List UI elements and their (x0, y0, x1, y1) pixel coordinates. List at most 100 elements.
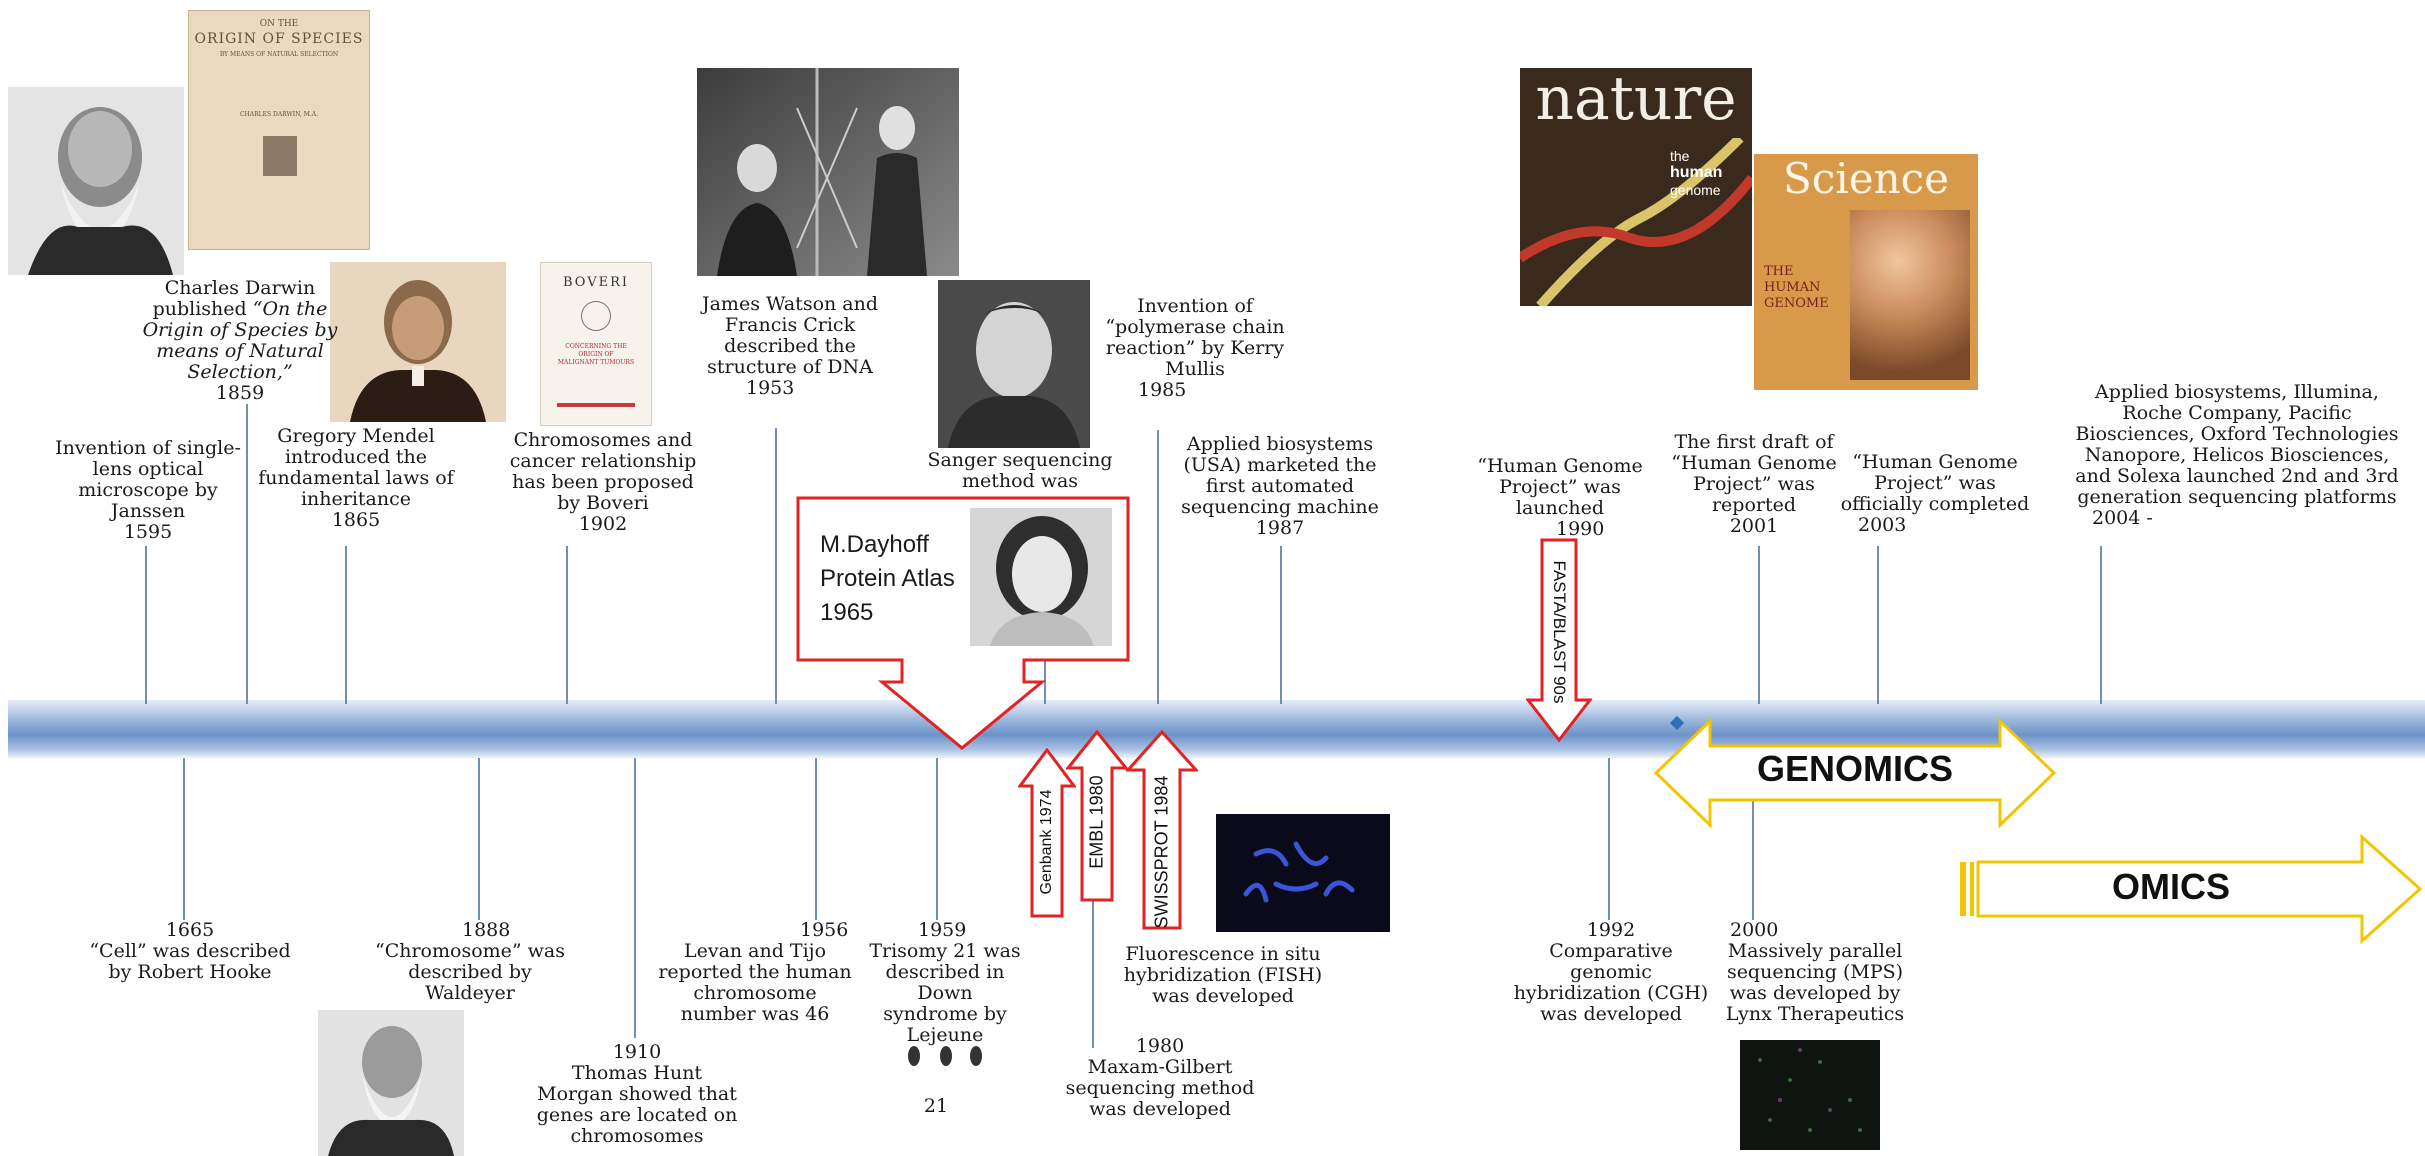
event-year: 1990 (1556, 518, 1605, 540)
event-line: sequencing method (1065, 1077, 1255, 1099)
event-line: Applied biosystems (1186, 433, 1374, 455)
event-line: Roche Company, Pacific (2122, 402, 2352, 424)
science-cover: Science THE HUMAN GENOME (1754, 154, 1978, 390)
event-watson-crick: James Watson and Francis Crick described… (690, 294, 890, 399)
event-line: reaction” by Kerry (1105, 337, 1285, 359)
event-year: 1859 (215, 382, 265, 404)
fish-image (1216, 814, 1390, 932)
event-waldeyer: 1888 “Chromosome” was described by Walde… (350, 920, 590, 1004)
event-hgp-2003: “Human Genome Project” was officially co… (1830, 452, 2040, 536)
event-line: Chromosomes and (513, 429, 693, 451)
event-line-italic: “On the (252, 298, 328, 320)
event-applied-1987: Applied biosystems (USA) marketed the fi… (1170, 434, 1390, 539)
boveri-line2: CONCERNING THE (565, 343, 627, 350)
event-morgan: 1910 Thomas Hunt Morgan showed that gene… (522, 1042, 752, 1147)
event-year: 1595 (123, 521, 173, 543)
boveri-line4: MALIGNANT TUMOURS (557, 359, 635, 366)
connector-watson-crick (775, 428, 777, 704)
event-hgp-2001: The first draft of “Human Genome Project… (1654, 432, 1854, 537)
event-line: Mullis (1165, 358, 1225, 380)
book-title: ORIGIN OF SPECIES (194, 31, 364, 47)
connector-mendel (345, 546, 347, 704)
event-line-italic: Origin of Species by (142, 319, 338, 341)
event-year: 1902 (578, 513, 628, 535)
connector-levan-tijo (815, 758, 817, 920)
swissprot-arrow (1126, 730, 1198, 930)
event-line: Charles Darwin (164, 277, 316, 299)
event-line: sequencing (MPS) (1726, 961, 1904, 983)
darwin-portrait (8, 87, 184, 275)
connector-maxam-gilbert (1092, 758, 1094, 1048)
event-line: (USA) marketed the (1183, 454, 1377, 476)
event-line: has been proposed (512, 471, 694, 493)
event-line: by Robert Hooke (108, 961, 272, 983)
event-pcr: Invention of “polymerase chain reaction”… (1090, 296, 1300, 401)
event-line: Gregory Mendel (277, 425, 435, 447)
event-levan-tijo: 1956 Levan and Tijo reported the human c… (650, 920, 860, 1025)
fasta-blast-label: FASTA/BLAST 90s (1550, 560, 1569, 704)
connector-boveri (566, 546, 568, 704)
genomics-label: GENOMICS (1756, 748, 1953, 789)
book-emblem (263, 136, 297, 176)
dna-helix-image (1520, 138, 1752, 306)
connector-morgan (634, 758, 636, 1038)
event-line-part: published (152, 298, 247, 320)
event-line: “polymerase chain (1105, 316, 1285, 338)
event-line: and Solexa launched 2nd and 3rd (2075, 465, 2399, 487)
event-line: “Human Genome (1477, 455, 1643, 477)
event-line: hybridization (FISH) (1123, 964, 1323, 986)
event-line: launched (1515, 497, 1605, 519)
book-title-small: ON THE (259, 19, 299, 29)
event-line: James Watson and (701, 293, 879, 315)
connector-sanger (1044, 620, 1046, 704)
event-line: Fluorescence in situ (1125, 943, 1321, 965)
event-line: Trisomy 21 was (869, 940, 1021, 962)
trisomy-chromosomes-image (908, 1046, 982, 1066)
boveri-red-bar (557, 403, 635, 407)
event-line: first automated (1205, 475, 1355, 497)
origin-of-species-cover: ON THE ORIGIN OF SPECIES BY MEANS OF NAT… (188, 10, 370, 250)
event-line-italic: means of Natural (156, 340, 324, 362)
event-line: syndrome by (883, 1003, 1007, 1025)
event-line: Applied biosystems, Illumina, (2095, 381, 2379, 403)
event-line: inheritance (300, 488, 412, 510)
science-faces-image (1850, 210, 1970, 380)
event-line: officially completed (1840, 493, 2030, 515)
sanger-portrait (938, 280, 1090, 448)
event-line: “Chromosome” was (374, 940, 565, 962)
nature-sub3: genome (1670, 182, 1721, 198)
event-cgh: 1992 Comparative genomic hybridization (… (1496, 920, 1726, 1025)
event-lejeune: 1959 Trisomy 21 was described in Down sy… (860, 920, 1030, 1046)
event-line: was developed (1152, 985, 1294, 1007)
boveri-line3: ORIGIN OF (578, 351, 614, 358)
event-boveri: Chromosomes and cancer relationship has … (490, 430, 716, 535)
event-year: 2000 (1730, 919, 1779, 941)
event-line: chromosome (693, 982, 817, 1004)
callout-line: Protein Atlas (820, 565, 955, 592)
event-year: 1959 (918, 919, 967, 941)
omics-label: OMICS (2111, 866, 2230, 907)
event-line: microscope by (78, 479, 218, 501)
event-mps: 2000 Massively parallel sequencing (MPS)… (1700, 920, 1930, 1025)
connector-ngs-2004 (2100, 546, 2102, 704)
event-line: was developed (1540, 1003, 1682, 1025)
event-line: genes are located on (536, 1104, 738, 1126)
event-line: reported the human (658, 961, 852, 983)
event-year: 1910 (612, 1041, 662, 1063)
science-line3: GENOME (1764, 296, 1829, 311)
event-line: introduced the (284, 446, 428, 468)
event-year: 1888 (462, 919, 511, 941)
event-line: hybridization (CGH) (1513, 982, 1709, 1004)
trisomy-label: 21 (923, 1095, 949, 1117)
event-line: Nanopore, Helicos Biosciences, (2084, 444, 2390, 466)
nature-sub1: the (1670, 148, 1690, 164)
event-line: Janssen (110, 500, 186, 522)
event-line: Lejeune (906, 1024, 984, 1046)
event-line: generation sequencing platforms (2077, 486, 2397, 508)
connector-hooke (183, 758, 185, 920)
event-line: Comparative (1549, 940, 1673, 962)
genomics-arrow (1654, 718, 2056, 828)
dayhoff-portrait (970, 508, 1112, 646)
omics-arrow (1960, 834, 2423, 944)
event-line: published “On the (120, 299, 360, 320)
